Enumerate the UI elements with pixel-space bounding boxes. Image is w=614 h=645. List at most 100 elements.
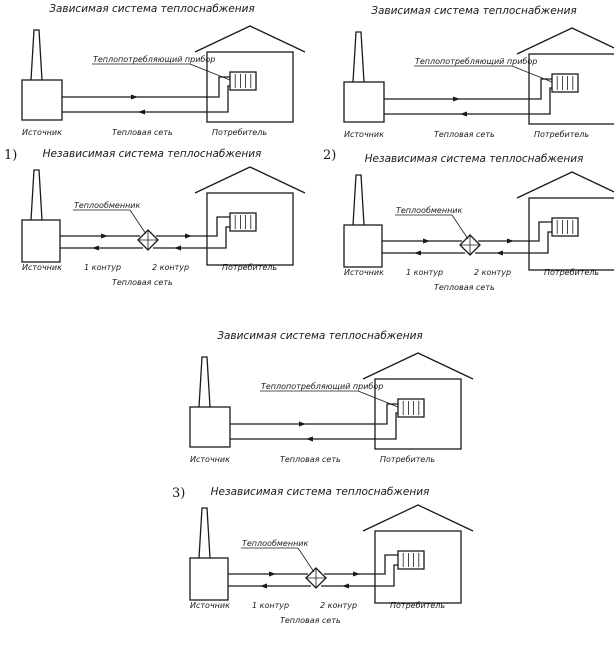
consumer-label: Потребитель (390, 601, 445, 610)
return-pipe (230, 412, 398, 440)
radiator-icon (551, 217, 579, 237)
house-roof (516, 171, 614, 199)
chimney (30, 29, 43, 81)
circuit1-label: 1 контур (252, 601, 289, 610)
arrow-right (185, 233, 192, 239)
supply-pipe (230, 403, 398, 425)
secondary-return (475, 231, 552, 254)
arrow-left (496, 250, 503, 256)
source-label: Источник (344, 130, 384, 139)
radiator-icon (397, 550, 425, 570)
arrow-right (453, 96, 460, 102)
arrow-left (342, 583, 349, 589)
consumer-label: Потребитель (544, 268, 599, 277)
secondary-return (153, 226, 230, 249)
variant-number-3: 3) (172, 486, 185, 501)
source-building (343, 81, 385, 123)
radiator-icon (397, 398, 425, 418)
source-building (21, 219, 61, 263)
network-label: Тепловая сеть (280, 455, 341, 464)
dependent-scheme-v2: Зависимая система теплоснабженияТеплопот… (343, 5, 614, 139)
chimney (352, 31, 365, 83)
arrow-left (260, 583, 267, 589)
chimney (198, 507, 211, 559)
source-building (189, 406, 231, 448)
consumer-label: Потребитель (222, 263, 277, 272)
arrow-right (299, 421, 306, 427)
consumer-label: Потребитель (534, 130, 589, 139)
device-label: Теплопотребляющий прибор (415, 57, 537, 66)
source-building (189, 557, 229, 601)
chimney (30, 169, 43, 221)
source-label: Источник (344, 268, 384, 277)
independent-title: Независимая система теплоснабжения (365, 153, 584, 165)
variant-number-1: 1) (4, 148, 17, 163)
arrow-right (101, 233, 108, 239)
secondary-return (321, 564, 398, 587)
device-label: Теплопотребляющий прибор (261, 382, 383, 391)
source-label: Источник (190, 601, 230, 610)
network-label: Тепловая сеть (112, 128, 173, 137)
chimney (198, 356, 211, 408)
source-building (21, 79, 63, 121)
chimney (352, 174, 365, 226)
device-label: Теплопотребляющий прибор (93, 55, 215, 64)
arrow-right (507, 238, 514, 244)
radiator-icon (229, 71, 257, 91)
dependent-scheme-v3: Зависимая система теплоснабженияТеплопот… (189, 330, 474, 464)
variant-number-2: 2) (323, 148, 336, 163)
radiator-icon (551, 73, 579, 93)
house-roof (194, 25, 306, 53)
source-label: Источник (22, 128, 62, 137)
source-label: Источник (22, 263, 62, 272)
circuit2-label: 2 контур (152, 263, 189, 272)
independent-scheme-v2: Независимая система теплоснабженияТеплоо… (343, 153, 614, 292)
arrow-left (414, 250, 421, 256)
arrow-right (423, 238, 430, 244)
independent-title: Независимая система теплоснабжения (211, 486, 430, 498)
network-label: Тепловая сеть (434, 283, 495, 292)
source-label: Источник (190, 455, 230, 464)
dependent-scheme-v1: Зависимая система теплоснабженияТеплопот… (21, 3, 306, 137)
network-label: Тепловая сеть (112, 278, 173, 287)
arrow-left (306, 436, 313, 442)
leader-line (451, 214, 469, 240)
consumer-label: Потребитель (380, 455, 435, 464)
network-label: Тепловая сеть (280, 616, 341, 625)
dependent-title: Зависимая система теплоснабжения (371, 5, 576, 17)
exchanger-label: Теплообменник (74, 201, 140, 210)
house-roof (516, 27, 614, 55)
arrow-right (269, 571, 276, 577)
network-label: Тепловая сеть (434, 130, 495, 139)
circuit2-label: 2 контур (474, 268, 511, 277)
consumer-label: Потребитель (212, 128, 267, 137)
circuit1-label: 1 контур (406, 268, 443, 277)
independent-scheme-v3: Независимая система теплоснабженияТеплоо… (189, 486, 474, 625)
return-pipe (384, 87, 552, 115)
arrow-left (138, 109, 145, 115)
circuit1-label: 1 контур (84, 263, 121, 272)
house-roof (362, 504, 474, 532)
source-building (343, 224, 383, 268)
supply-pipe (62, 76, 230, 98)
arrow-right (353, 571, 360, 577)
independent-scheme-v1: Независимая система теплоснабженияТеплоо… (21, 148, 306, 287)
circuit2-label: 2 контур (320, 601, 357, 610)
dependent-title: Зависимая система теплоснабжения (49, 3, 254, 15)
return-pipe (62, 85, 230, 113)
leader-line (297, 547, 315, 573)
exchanger-label: Теплообменник (242, 539, 308, 548)
house-roof (362, 352, 474, 380)
arrow-right (131, 94, 138, 100)
supply-pipe (384, 78, 552, 100)
exchanger-label: Теплообменник (396, 206, 462, 215)
house-roof (194, 166, 306, 194)
dependent-title: Зависимая система теплоснабжения (217, 330, 422, 342)
arrow-left (92, 245, 99, 251)
arrow-left (174, 245, 181, 251)
independent-title: Независимая система теплоснабжения (43, 148, 262, 160)
arrow-left (460, 111, 467, 117)
leader-line (129, 209, 147, 235)
